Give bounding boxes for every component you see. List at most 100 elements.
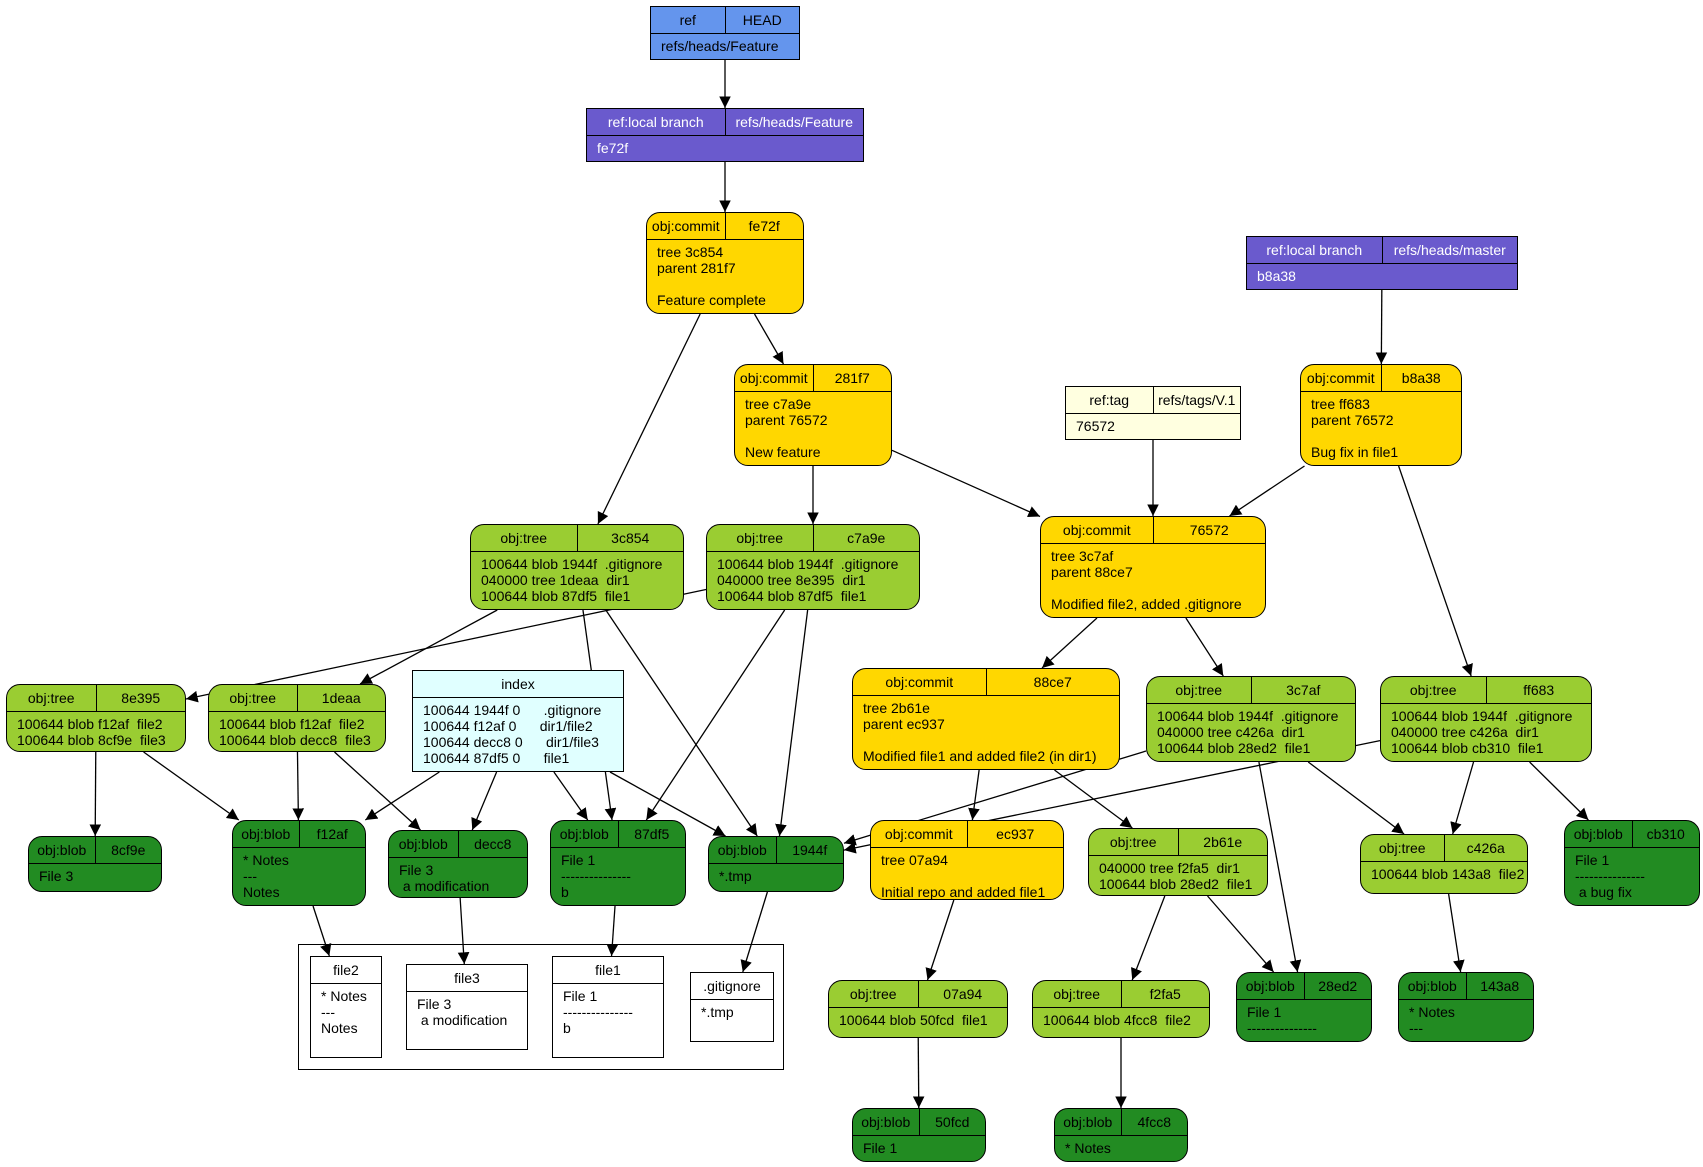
edge-tree-3c854-to-blob-1944f xyxy=(605,609,758,837)
edge-tree-c7a9e-to-blob-1944f xyxy=(775,609,809,837)
blob-4fcc8-kind-label: obj:blob xyxy=(1063,1114,1113,1130)
wd-file2-content: * Notes --- Notes xyxy=(321,988,367,1036)
edge-commit-76572-to-tree-3c7af xyxy=(1185,617,1224,677)
commit-fe72f-content: tree 3c854 parent 281f7 Feature complete xyxy=(657,244,766,308)
edge-blob-decc8-to-wd-file3 xyxy=(457,897,470,965)
wd-file2-title: file2 xyxy=(333,962,359,978)
tree-8e395-name-label: 8e395 xyxy=(95,685,186,711)
commit-b8a38-content: tree ff683 parent 76572 Bug fix in file1 xyxy=(1311,396,1399,460)
blob-1944f-kind-label: obj:blob xyxy=(717,842,767,858)
blob-50fcd-content: File 1 xyxy=(863,1140,898,1156)
feature-branch-kind-label: ref:local branch xyxy=(607,114,704,130)
blob-cb310-name-label: cb310 xyxy=(1631,821,1700,847)
tree-07a94-content: 100644 blob 50fcd file1 xyxy=(839,1012,988,1028)
edge-tree-3c7af-to-blob-28ed2 xyxy=(1258,761,1302,973)
wd-gitignore-node: .gitignore*.tmp xyxy=(690,972,774,1042)
blob-28ed2-content: File 1 --------------- xyxy=(1247,1004,1317,1036)
tree-c7a9e-content: 100644 blob 1944f .gitignore 040000 tree… xyxy=(717,556,899,604)
wd-file1-title: file1 xyxy=(595,962,621,978)
edge-tree-2b61e-to-blob-28ed2 xyxy=(1207,895,1275,973)
edge-tree-8e395-to-blob-f12af xyxy=(143,751,240,821)
edge-index-to-blob-1944f xyxy=(609,771,726,837)
commit-76572-kind-label: obj:commit xyxy=(1062,522,1131,538)
blob-50fcd-name-label: 50fcd xyxy=(918,1109,986,1135)
tree-2b61e-name-label: 2b61e xyxy=(1177,829,1268,855)
feature-branch-content: fe72f xyxy=(597,140,629,156)
edge-tree-2b61e-to-tree-f2fa5 xyxy=(1131,895,1166,981)
commit-76572-node: obj:commit 76572 tree 3c7af parent 88ce7 M… xyxy=(1040,516,1266,618)
edge-tree-ff683-to-tree-c426a xyxy=(1450,761,1475,835)
tag-v1-name-label: refs/tags/V.1 xyxy=(1152,387,1241,413)
edge-commit-281f7-to-commit-76572 xyxy=(891,449,1041,518)
edge-tree-c426a-to-blob-143a8 xyxy=(1447,893,1465,973)
blob-143a8-kind-label: obj:blob xyxy=(1407,978,1457,994)
blob-f12af-content: * Notes --- Notes xyxy=(243,852,289,900)
blob-143a8-name-label: 143a8 xyxy=(1465,973,1534,999)
blob-cb310-content: File 1 --------------- a bug fix xyxy=(1575,852,1645,900)
tree-8e395-content: 100644 blob f12af file2 100644 blob 8cf9… xyxy=(17,716,166,748)
blob-decc8-kind-label: obj:blob xyxy=(398,836,448,852)
head-content: refs/heads/Feature xyxy=(661,38,779,54)
edge-tree-1deaa-to-blob-f12af xyxy=(292,751,305,821)
master-branch-kind-label: ref:local branch xyxy=(1266,242,1363,258)
blob-8cf9e-content: File 3 xyxy=(39,868,74,884)
edge-index-to-blob-87df5 xyxy=(553,771,589,821)
tree-f2fa5-kind-label: obj:tree xyxy=(1053,986,1101,1002)
blob-28ed2-kind-label: obj:blob xyxy=(1245,978,1295,994)
tree-1deaa-name-label: 1deaa xyxy=(296,685,386,711)
commit-88ce7-content: tree 2b61e parent ec937 Modified file1 a… xyxy=(863,700,1097,764)
working-directory-cluster xyxy=(298,944,784,1070)
tree-c7a9e-kind-label: obj:tree xyxy=(736,530,784,546)
commit-fe72f-name-label: fe72f xyxy=(724,213,804,239)
tree-ff683-name-label: ff683 xyxy=(1485,677,1592,703)
edge-index-to-blob-decc8 xyxy=(471,771,498,831)
blob-8cf9e-name-label: 8cf9e xyxy=(94,837,162,863)
commit-76572-content: tree 3c7af parent 88ce7 Modified file2, … xyxy=(1051,548,1242,612)
blob-28ed2-name-label: 28ed2 xyxy=(1303,973,1372,999)
commit-76572-name-label: 76572 xyxy=(1152,517,1266,543)
commit-ec937-name-label: ec937 xyxy=(966,821,1064,847)
edge-commit-fe72f-to-tree-3c854 xyxy=(597,313,701,525)
head-kind-label: ref xyxy=(679,12,696,28)
tree-f2fa5-content: 100644 blob 4fcc8 file2 xyxy=(1043,1012,1191,1028)
blob-50fcd-kind-label: obj:blob xyxy=(861,1114,911,1130)
edge-commit-fe72f-to-commit-281f7 xyxy=(753,313,785,365)
index-title: index xyxy=(501,676,535,692)
wd-file3-title: file3 xyxy=(454,970,480,986)
commit-fe72f-kind-label: obj:commit xyxy=(651,218,720,234)
tree-2b61e-kind-label: obj:tree xyxy=(1109,834,1157,850)
commit-b8a38-kind-label: obj:commit xyxy=(1306,370,1375,386)
edge-tree-ff683-to-blob-cb310 xyxy=(1529,761,1589,821)
blob-f12af-kind-label: obj:blob xyxy=(241,826,291,842)
edge-index-to-blob-f12af xyxy=(364,771,440,821)
tree-3c854-kind-label: obj:tree xyxy=(500,530,548,546)
wd-file1-content: File 1 --------------- b xyxy=(563,988,633,1036)
wd-gitignore-content: *.tmp xyxy=(701,1004,734,1020)
edge-tree-07a94-to-blob-50fcd xyxy=(912,1037,925,1109)
commit-281f7-name-label: 281f7 xyxy=(812,365,892,391)
edge-blob-1944f-to-wd-gitignore xyxy=(740,891,769,973)
tree-f2fa5-name-label: f2fa5 xyxy=(1120,981,1210,1007)
tree-1deaa-content: 100644 blob f12af file2 100644 blob decc… xyxy=(219,716,371,748)
